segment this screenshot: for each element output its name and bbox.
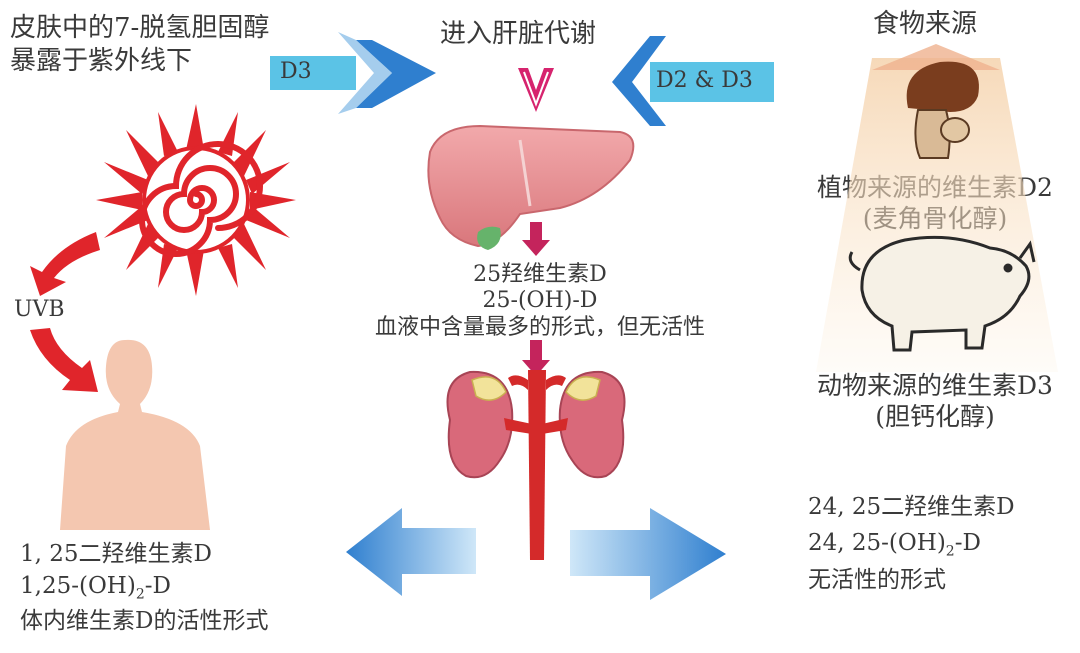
magenta-down-arrow-mid xyxy=(522,222,550,256)
d3-arrow-label: D3 xyxy=(280,59,312,84)
mushroom-icon xyxy=(906,61,979,159)
magenta-down-arrow-low xyxy=(522,340,550,376)
food-title: 食物来源 xyxy=(873,9,978,39)
inactive-line3: 无活性的形式 xyxy=(808,566,946,593)
pig-icon xyxy=(848,235,1036,352)
calcidiol-line2: 25-(OH)-D xyxy=(482,288,598,314)
animal-source-line1: 动物来源的维生素D3 xyxy=(817,371,1053,400)
calcitriol-line3: 体内维生素D的活性形式 xyxy=(20,608,269,635)
calcitriol-line1: 1, 25二羟维生素D xyxy=(20,541,212,567)
d3-arrow xyxy=(270,32,436,114)
d2-d3-arrow xyxy=(612,36,774,126)
calcidiol-line1: 25羟维生素D xyxy=(473,262,607,287)
skin-text-line2: 暴露于紫外线下 xyxy=(10,45,193,76)
animal-source-line2: (胆钙化醇) xyxy=(875,402,995,432)
calcitriol-line2: 1,25-(OH)2-D xyxy=(20,573,171,603)
calcitriol-text: 1, 25二羟维生素D 1,25-(OH)2-D 体内维生素D的活性形式 xyxy=(20,538,268,638)
uvb-arrow-top xyxy=(30,232,100,296)
skin-text: 皮肤中的7-脱氢胆固醇 暴露于紫外线下 xyxy=(10,12,269,77)
skin-text-line1: 皮肤中的7-脱氢胆固醇 xyxy=(10,13,270,43)
inactive-text: 24, 25二羟维生素D 24, 25-(OH)2-D 无活性的形式 xyxy=(808,490,1015,599)
uvb-arrow-bottom xyxy=(30,328,98,392)
calcidiol-text: 25羟维生素D 25-(OH)-D 血液中含量最多的形式，但无活性 xyxy=(330,262,750,341)
aorta-icon xyxy=(504,370,568,560)
uvb-label: UVB xyxy=(14,297,65,322)
magenta-down-arrow-top xyxy=(518,68,554,112)
inactive-line1: 24, 25二羟维生素D xyxy=(808,494,1015,520)
liver-icon xyxy=(427,124,635,250)
bottom-left-arrow xyxy=(346,508,476,596)
human-icon xyxy=(60,339,210,530)
bottom-right-arrow xyxy=(570,508,726,600)
inactive-line2: 24, 25-(OH)2-D xyxy=(808,529,981,560)
calcidiol-line3: 血液中含量最多的形式，但无活性 xyxy=(374,314,705,340)
liver-title: 进入肝脏代谢 xyxy=(440,19,597,49)
sun-icon xyxy=(96,104,296,296)
kidney-icon xyxy=(446,370,626,479)
animal-source-text: 动物来源的维生素D3 (胆钙化醇) xyxy=(790,370,1080,433)
d2-d3-arrow-label: D2 & D3 xyxy=(656,68,753,93)
food-beam-top-arrow xyxy=(872,44,1000,70)
